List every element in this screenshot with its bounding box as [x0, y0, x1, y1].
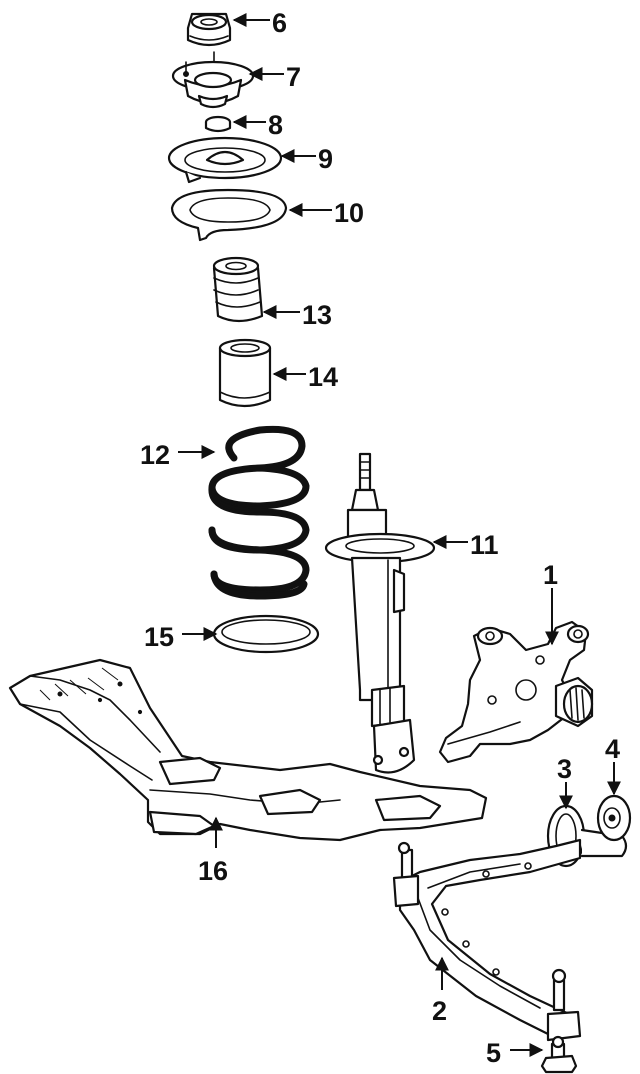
front-subframe: [8, 658, 488, 842]
callout-14: 14: [308, 362, 338, 392]
callout-2: 2: [432, 996, 447, 1026]
leader-lines: [178, 13, 621, 1057]
rubber-bushing: [596, 794, 632, 842]
callout-13: 13: [302, 300, 332, 330]
callout-11: 11: [470, 530, 499, 560]
steering-knuckle: [438, 620, 594, 764]
ball-joint: [540, 1035, 578, 1074]
callout-1: 1: [543, 560, 558, 590]
lower-control-arm: [392, 838, 582, 1042]
callout-8: 8: [268, 110, 283, 140]
callout-15: 15: [144, 622, 174, 652]
callout-10: 10: [334, 198, 364, 228]
spring-isolator-pad: [170, 188, 288, 242]
strut-mount-cap: [186, 12, 232, 47]
upper-spring-seat: [167, 136, 283, 184]
strut-assembly: [324, 452, 436, 774]
callout-5: 5: [486, 1038, 501, 1068]
callout-3: 3: [557, 754, 572, 784]
coil-spring: [208, 425, 310, 600]
bump-stop: [212, 256, 264, 323]
callout-16: 16: [198, 856, 228, 886]
callout-9: 9: [318, 144, 333, 174]
callout-labels: 6 7 8 9 10 13 14 12 11 15 1 3 4 16 2 5: [140, 8, 620, 1068]
lower-spring-pad: [212, 614, 320, 654]
bearing-ring: [204, 115, 232, 133]
upper-strut-mount: [171, 51, 255, 109]
callout-12: 12: [140, 440, 170, 470]
callout-4: 4: [605, 734, 620, 764]
callout-7: 7: [286, 62, 301, 92]
dust-boot: [218, 338, 272, 408]
callout-6: 6: [272, 8, 287, 38]
